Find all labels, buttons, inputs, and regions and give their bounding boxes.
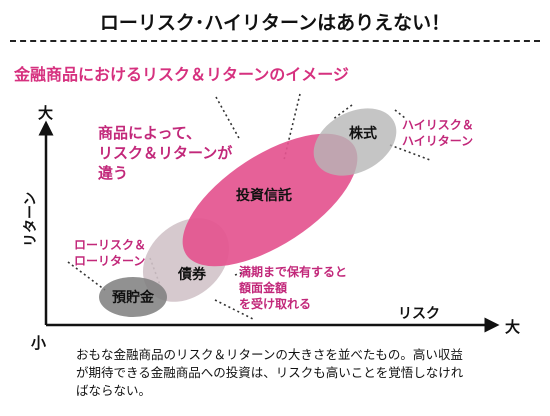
x-axis-label: リスク xyxy=(398,306,440,322)
title-divider xyxy=(10,40,540,42)
y-axis-label: リターン xyxy=(23,192,39,247)
ellipse-deposit xyxy=(99,277,167,317)
diagram-subtitle: 金融商品におけるリスク＆リターンのイメージ xyxy=(14,65,349,84)
label-investment-trust: 投資信託 xyxy=(236,187,292,204)
diagram-caption: おもな金融商品のリスク＆リターンの大きさを並べたもの。高い収益が期待できる金融商… xyxy=(76,347,464,398)
label-bond: 債券 xyxy=(177,266,207,283)
ellipse-stock xyxy=(313,108,397,176)
page-title: ローリスク･ハイリターンはありえない！ xyxy=(99,12,451,34)
note-high-risk: ハイリスク＆ ハイリターン xyxy=(402,118,478,148)
note-low-risk: ローリスク＆ ローリターン xyxy=(74,238,150,268)
axis-origin-low: 小 xyxy=(31,334,46,352)
x-axis-high: 大 xyxy=(505,318,520,336)
note-bond-maturity: 満期まで保有すると 額面金額 を受け取れる xyxy=(238,264,351,311)
ellipse-trust xyxy=(182,133,358,267)
label-stock: 株式 xyxy=(349,125,377,142)
label-deposit: 預貯金 xyxy=(112,289,155,306)
note-varies-by-product: 商品によって、 リスク＆リターンが 違う xyxy=(98,124,238,182)
y-axis-high: 大 xyxy=(38,104,53,122)
